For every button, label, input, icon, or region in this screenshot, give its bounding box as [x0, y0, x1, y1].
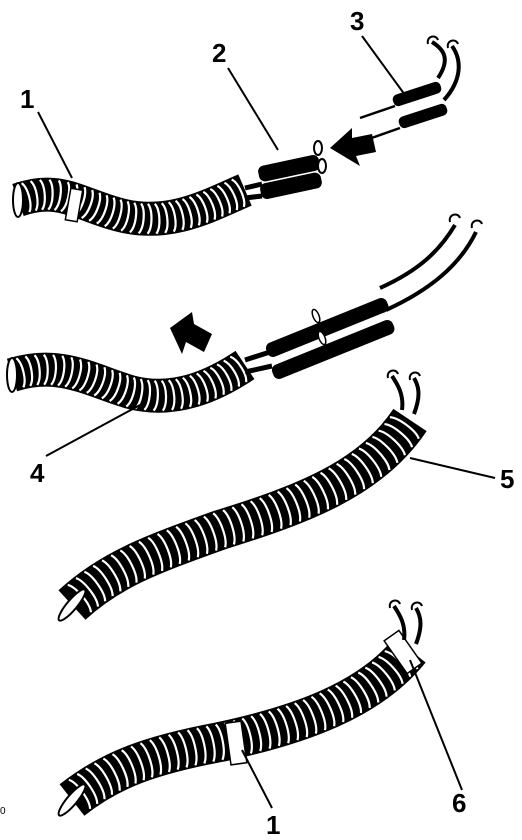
callout-label: 5: [500, 464, 514, 494]
callout-label: 1: [20, 84, 34, 114]
step-1-insert-connectors: [13, 37, 459, 234]
step-4-tape-ends: [55, 601, 422, 819]
step-2-slide-conduit: [7, 215, 482, 411]
callout-5: 5: [410, 458, 514, 494]
callout-4: 4: [30, 405, 140, 488]
callout-6: 6: [410, 660, 466, 818]
connector-sleeve-pair: [257, 141, 326, 200]
callout-2: 2: [212, 38, 278, 150]
push-arrow-icon: [330, 128, 376, 166]
callout-label: 2: [212, 38, 226, 68]
push-arrow-icon: [170, 312, 212, 354]
callout-label: 6: [452, 788, 466, 818]
figure-id: 0: [0, 806, 6, 817]
callout-3: 3: [350, 6, 405, 95]
conduit-tube-1: [13, 178, 247, 234]
callout-1-top: 1: [20, 84, 72, 178]
conduit-tube-3: [55, 414, 421, 623]
seated-connectors: [264, 215, 482, 381]
step-3-conduit-covered: [55, 371, 421, 624]
callout-label: 4: [30, 458, 45, 488]
callout-label: 1: [266, 810, 280, 840]
callout-1-bottom: 1: [242, 750, 280, 840]
callout-label: 3: [350, 6, 364, 36]
conduit-tube-2: [7, 355, 249, 411]
